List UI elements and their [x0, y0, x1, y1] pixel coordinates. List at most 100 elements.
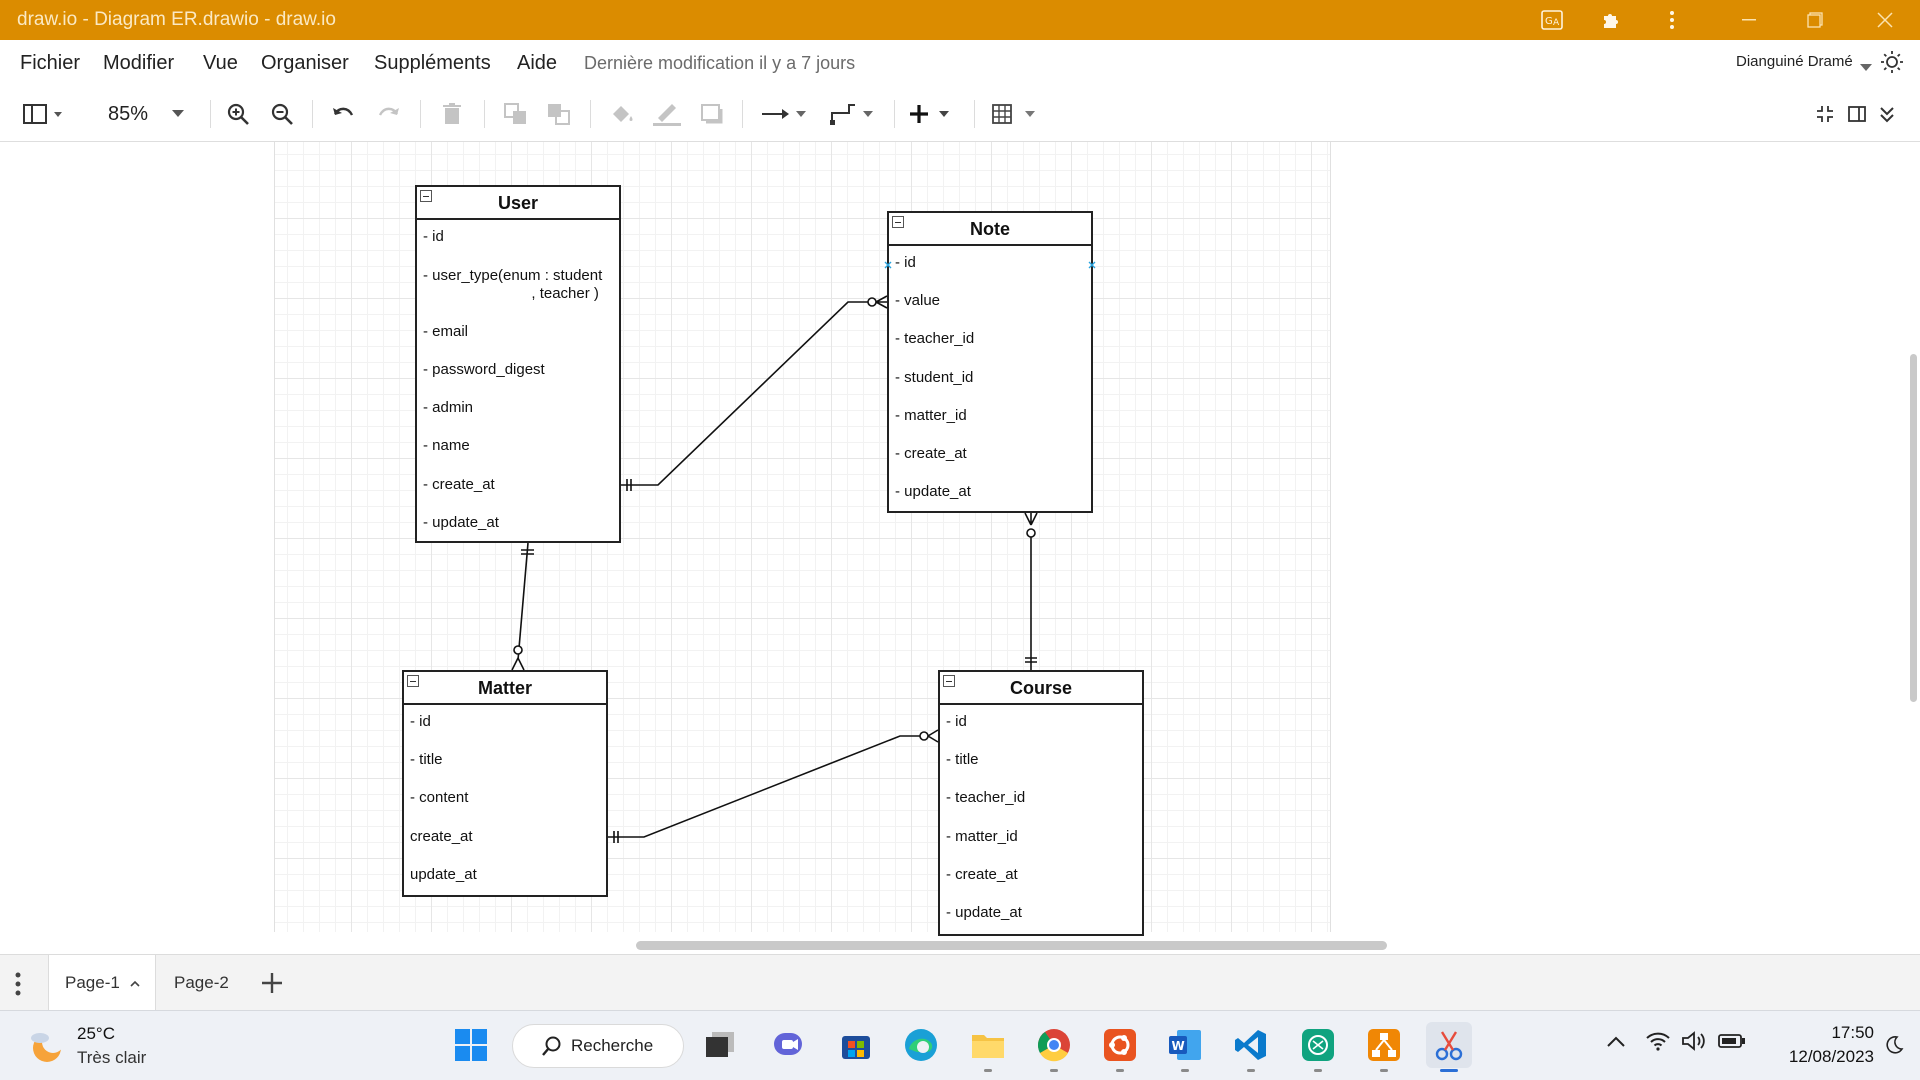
word-icon[interactable]: W	[1162, 1022, 1208, 1072]
attribute[interactable]: - content	[410, 789, 469, 806]
last-modified-label[interactable]: Dernière modification il y a 7 jours	[584, 53, 856, 73]
attribute[interactable]: - user_type(enum : student , teacher )	[423, 267, 603, 302]
attribute[interactable]: - matter_id	[895, 407, 967, 424]
wifi-icon[interactable]	[1645, 1031, 1671, 1056]
entity-note[interactable]: Note - id - value - teacher_id - student…	[887, 211, 1093, 513]
menu-modifier[interactable]: Modifier	[103, 52, 175, 74]
to-front-icon[interactable]	[500, 98, 532, 130]
volume-icon[interactable]	[1681, 1031, 1707, 1056]
chevron-up-icon[interactable]	[130, 980, 140, 987]
zoom-in-icon[interactable]	[224, 98, 252, 130]
task-view-icon[interactable]	[697, 1022, 743, 1068]
minimize-button[interactable]	[1720, 0, 1778, 40]
fill-color-icon[interactable]	[606, 98, 638, 130]
entity-course[interactable]: Course - id - title - teacher_id - matte…	[938, 670, 1144, 936]
taskbar-search[interactable]: Recherche	[512, 1024, 684, 1068]
start-windows-icon[interactable]	[448, 1022, 494, 1068]
attribute[interactable]: - create_at	[946, 866, 1018, 883]
clock-time[interactable]: 17:50	[1831, 1023, 1874, 1042]
user-name[interactable]: Dianguiné Dramé	[1736, 53, 1853, 70]
zoom-level[interactable]: 85%	[108, 103, 149, 125]
attribute[interactable]: - id	[946, 713, 967, 730]
vscode-icon[interactable]	[1228, 1022, 1274, 1072]
attribute[interactable]: - id	[410, 713, 431, 730]
attribute[interactable]: - update_at	[423, 514, 499, 531]
attribute[interactable]: - title	[410, 751, 443, 768]
teams-chat-icon[interactable]	[766, 1022, 812, 1068]
attribute[interactable]: - password_digest	[423, 361, 545, 378]
tab-page-1[interactable]: Page-1	[48, 955, 156, 1011]
menu-supplements[interactable]: Suppléments	[374, 52, 491, 74]
shadow-icon[interactable]	[696, 98, 728, 130]
attribute[interactable]: create_at	[410, 828, 473, 845]
table-grid-icon[interactable]	[990, 98, 1040, 130]
ubuntu-icon[interactable]	[1097, 1022, 1143, 1072]
attribute[interactable]: - update_at	[946, 904, 1022, 921]
entity-user[interactable]: User - id - user_type(enum : student , t…	[415, 185, 621, 543]
file-explorer-icon[interactable]	[965, 1022, 1011, 1072]
attribute[interactable]: - matter_id	[946, 828, 1018, 845]
pages-menu-icon[interactable]	[14, 971, 22, 1002]
format-panel-icon[interactable]	[1846, 98, 1868, 130]
entity-matter[interactable]: Matter - id - title - content create_at …	[402, 670, 608, 897]
attribute[interactable]: - create_at	[895, 445, 967, 462]
tab-page-2[interactable]: Page-2	[172, 955, 252, 1011]
theme-sun-icon[interactable]	[1880, 50, 1904, 79]
attribute[interactable]: - teacher_id	[895, 330, 975, 347]
drawio-desktop-icon[interactable]	[1361, 1022, 1407, 1072]
attribute[interactable]: - name	[423, 437, 470, 454]
collapse-fullscreen-icon[interactable]	[1814, 98, 1836, 130]
menu-organiser[interactable]: Organiser	[261, 52, 349, 74]
add-page-plus-icon[interactable]	[261, 972, 283, 999]
weather-description[interactable]: Très clair	[77, 1048, 147, 1067]
line-color-icon[interactable]	[650, 98, 684, 130]
menu-aide[interactable]: Aide	[517, 52, 558, 74]
user-menu-chevron-down-icon[interactable]	[1860, 59, 1872, 77]
to-back-icon[interactable]	[543, 98, 575, 130]
attribute[interactable]: - create_at	[423, 476, 495, 493]
zoom-dropdown-chevron-down-icon[interactable]	[168, 98, 188, 130]
edge-browser-icon[interactable]	[898, 1022, 944, 1068]
clock-date[interactable]: 12/08/2023	[1788, 1047, 1874, 1066]
menu-fichier[interactable]: Fichier	[20, 52, 81, 74]
horizontal-scrollbar[interactable]	[636, 941, 1387, 950]
connection-style-icon[interactable]	[758, 98, 812, 130]
attribute[interactable]: - admin	[423, 399, 474, 416]
attribute[interactable]: - id	[423, 228, 444, 245]
snipping-tool-icon[interactable]	[1426, 1022, 1472, 1072]
attribute[interactable]: - teacher_id	[946, 789, 1026, 806]
attribute[interactable]: update_at	[410, 866, 477, 883]
attribute[interactable]: - email	[423, 323, 469, 340]
microsoft-store-icon[interactable]	[833, 1022, 879, 1068]
close-button[interactable]	[1856, 0, 1914, 40]
attribute[interactable]: - student_id	[895, 369, 974, 386]
more-vertical-icon[interactable]	[1658, 6, 1686, 34]
show-hidden-icons-chevron-up-icon[interactable]	[1606, 1035, 1626, 1053]
weather-temperature[interactable]: 25°C	[77, 1024, 115, 1043]
zoom-out-icon[interactable]	[268, 98, 296, 130]
delete-trash-icon[interactable]	[436, 98, 468, 130]
undo-icon[interactable]	[328, 98, 358, 130]
attribute[interactable]: - update_at	[895, 483, 971, 500]
chrome-browser-icon[interactable]	[1031, 1022, 1077, 1072]
collapse-icon[interactable]	[892, 216, 904, 228]
redo-icon[interactable]	[374, 98, 404, 130]
collapse-toolbar-chevrons-icon[interactable]	[1876, 98, 1898, 130]
collapse-icon[interactable]	[943, 675, 955, 687]
notifications-moon-icon[interactable]	[1884, 1035, 1904, 1060]
attribute[interactable]: - title	[946, 751, 979, 768]
chatgpt-icon[interactable]	[1295, 1022, 1341, 1072]
weather-moon-icon[interactable]	[26, 1026, 66, 1071]
diagram-canvas[interactable]: User - id - user_type(enum : student , t…	[0, 142, 1920, 954]
attribute[interactable]: - id	[895, 254, 916, 271]
maximize-button[interactable]	[1786, 0, 1844, 40]
waypoints-icon[interactable]	[826, 98, 882, 130]
collapse-icon[interactable]	[407, 675, 419, 687]
attribute[interactable]: - value	[895, 292, 941, 309]
vertical-scrollbar[interactable]	[1910, 354, 1917, 702]
battery-icon[interactable]	[1718, 1033, 1746, 1054]
menu-vue[interactable]: Vue	[203, 52, 238, 74]
collapse-icon[interactable]	[420, 190, 432, 202]
extensions-puzzle-icon[interactable]	[1598, 6, 1626, 34]
